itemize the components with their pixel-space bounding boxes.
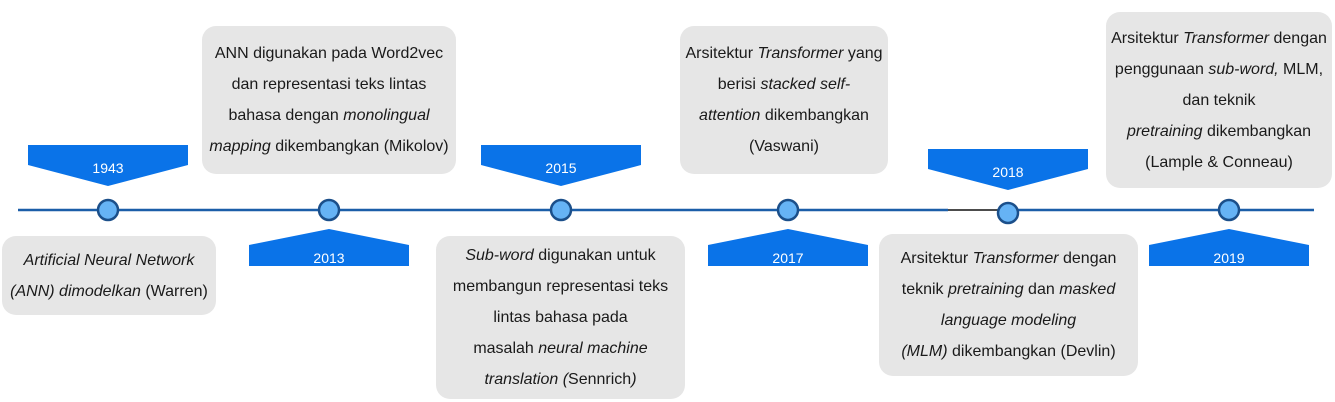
- description-line: penggunaan sub-word, MLM,: [1115, 54, 1323, 85]
- timeline-marker-2019: [1217, 198, 1241, 222]
- description-line: membangun representasi teks: [453, 271, 668, 302]
- text: dan teknik: [1182, 91, 1256, 109]
- italic-text: pretraining: [948, 281, 1024, 298]
- description-line: (Vaswani): [749, 131, 819, 162]
- year-tag-2013: [249, 229, 409, 266]
- italic-text: Transformer: [757, 45, 844, 62]
- text: dikembangkan (Devlin): [947, 343, 1116, 360]
- year-label: 2017: [772, 250, 804, 266]
- description-line: Arsitektur Transformer dengan: [1111, 23, 1327, 54]
- italic-text: mapping: [209, 138, 271, 155]
- italic-text: sub-word,: [1208, 60, 1279, 78]
- description-line: berisi stacked self-: [718, 69, 851, 100]
- description-line: language modeling: [941, 305, 1076, 336]
- italic-text: Sub-word: [465, 247, 534, 264]
- timeline-marker-2018: [996, 201, 1020, 225]
- italic-text: stacked self-: [760, 76, 851, 93]
- description-line: translation (Sennrich): [484, 364, 636, 395]
- description-line: (ANN) dimodelkan (Warren): [10, 276, 208, 307]
- italic-text: Transformer: [1183, 29, 1270, 47]
- year-label: 2018: [992, 164, 1024, 180]
- description-line: (MLM) dikembangkan (Devlin): [901, 336, 1115, 367]
- description-line: mapping dikembangkan (Mikolov): [209, 131, 448, 162]
- year-tag-1943: [28, 145, 188, 186]
- italic-text: pretraining: [1126, 122, 1203, 140]
- year-label: 2015: [545, 160, 577, 176]
- italic-text: translation (: [484, 371, 569, 388]
- event-description-2013: ANN digunakan pada Word2vec dan represent…: [202, 26, 456, 174]
- timeline-marker-1943: [96, 198, 120, 222]
- timeline-marker-2015: [549, 198, 573, 222]
- text: dikembangkan: [760, 107, 869, 124]
- text: dan representasi teks lintas: [231, 76, 427, 93]
- text: dikembangkan (Mikolov): [270, 138, 449, 155]
- year-label: 2019: [1213, 250, 1245, 266]
- text: dengan: [1058, 250, 1117, 267]
- event-description-2015: Sub-word digunakan untuk membangun repres…: [436, 236, 685, 399]
- italic-text: Artificial Neural Network: [23, 251, 195, 269]
- italic-text: (MLM): [901, 343, 948, 360]
- text: masalah: [473, 340, 539, 357]
- description-line: dan representasi teks lintas: [232, 69, 427, 100]
- italic-text: language modeling: [940, 312, 1077, 329]
- italic-text: masked: [1059, 281, 1116, 298]
- text: Arsitektur: [1111, 29, 1184, 47]
- year-tag-2015: [481, 145, 641, 186]
- year-tag-2017: [708, 229, 868, 266]
- italic-text: (ANN) dimodelkan: [10, 282, 141, 300]
- description-line: pretraining dikembangkan: [1127, 116, 1311, 147]
- text: bahasa dengan: [228, 107, 344, 124]
- text: Arsitektur: [900, 250, 973, 267]
- description-line: attention dikembangkan: [699, 100, 869, 131]
- description-line: lintas bahasa pada: [493, 302, 627, 333]
- italic-text: neural machine: [538, 340, 648, 357]
- italic-text: ): [631, 371, 637, 388]
- text: (Vaswani): [749, 138, 819, 155]
- text: berisi: [717, 76, 761, 93]
- description-line: masalah neural machine: [473, 333, 647, 364]
- italic-text: monolingual: [343, 107, 430, 124]
- text: lintas bahasa pada: [493, 309, 628, 326]
- text: teknik: [901, 281, 948, 298]
- description-line: Sub-word digunakan untuk: [465, 240, 655, 271]
- description-line: Artificial Neural Network: [24, 245, 195, 276]
- year-tag-2019: [1149, 229, 1309, 266]
- description-line: teknik pretraining dan masked: [902, 274, 1115, 305]
- event-description-1943: Artificial Neural Network (ANN) dimodelka…: [2, 236, 216, 315]
- description-line: Arsitektur Transformer dengan: [901, 243, 1117, 274]
- text: yang: [843, 45, 883, 62]
- text: membangun representasi teks: [452, 278, 669, 295]
- italic-text: Transformer: [972, 250, 1059, 267]
- description-line: ANN digunakan pada Word2vec: [215, 38, 443, 69]
- text: Arsitektur: [685, 45, 758, 62]
- text: penggunaan: [1114, 60, 1209, 78]
- text: (Warren): [140, 282, 208, 300]
- description-line: dan teknik: [1183, 85, 1256, 116]
- timeline-marker-2017: [776, 198, 800, 222]
- year-label: 2013: [313, 250, 345, 266]
- description-line: (Lample & Conneau): [1145, 147, 1293, 178]
- description-line: Arsitektur Transformer yang: [685, 38, 882, 69]
- text: digunakan untuk: [533, 247, 656, 264]
- text: ANN digunakan pada Word2vec: [214, 45, 444, 62]
- description-line: bahasa dengan monolingual: [228, 100, 429, 131]
- timeline-marker-2013: [317, 198, 341, 222]
- text: dengan: [1269, 29, 1327, 47]
- text: MLM,: [1278, 60, 1324, 78]
- year-label: 1943: [92, 160, 124, 176]
- text: (Lample & Conneau): [1145, 153, 1293, 171]
- text: dikembangkan: [1202, 122, 1312, 140]
- year-tag-2018: [928, 149, 1088, 190]
- text: Sennrich: [568, 371, 632, 388]
- text: dan: [1023, 281, 1060, 298]
- italic-text: attention: [699, 107, 761, 124]
